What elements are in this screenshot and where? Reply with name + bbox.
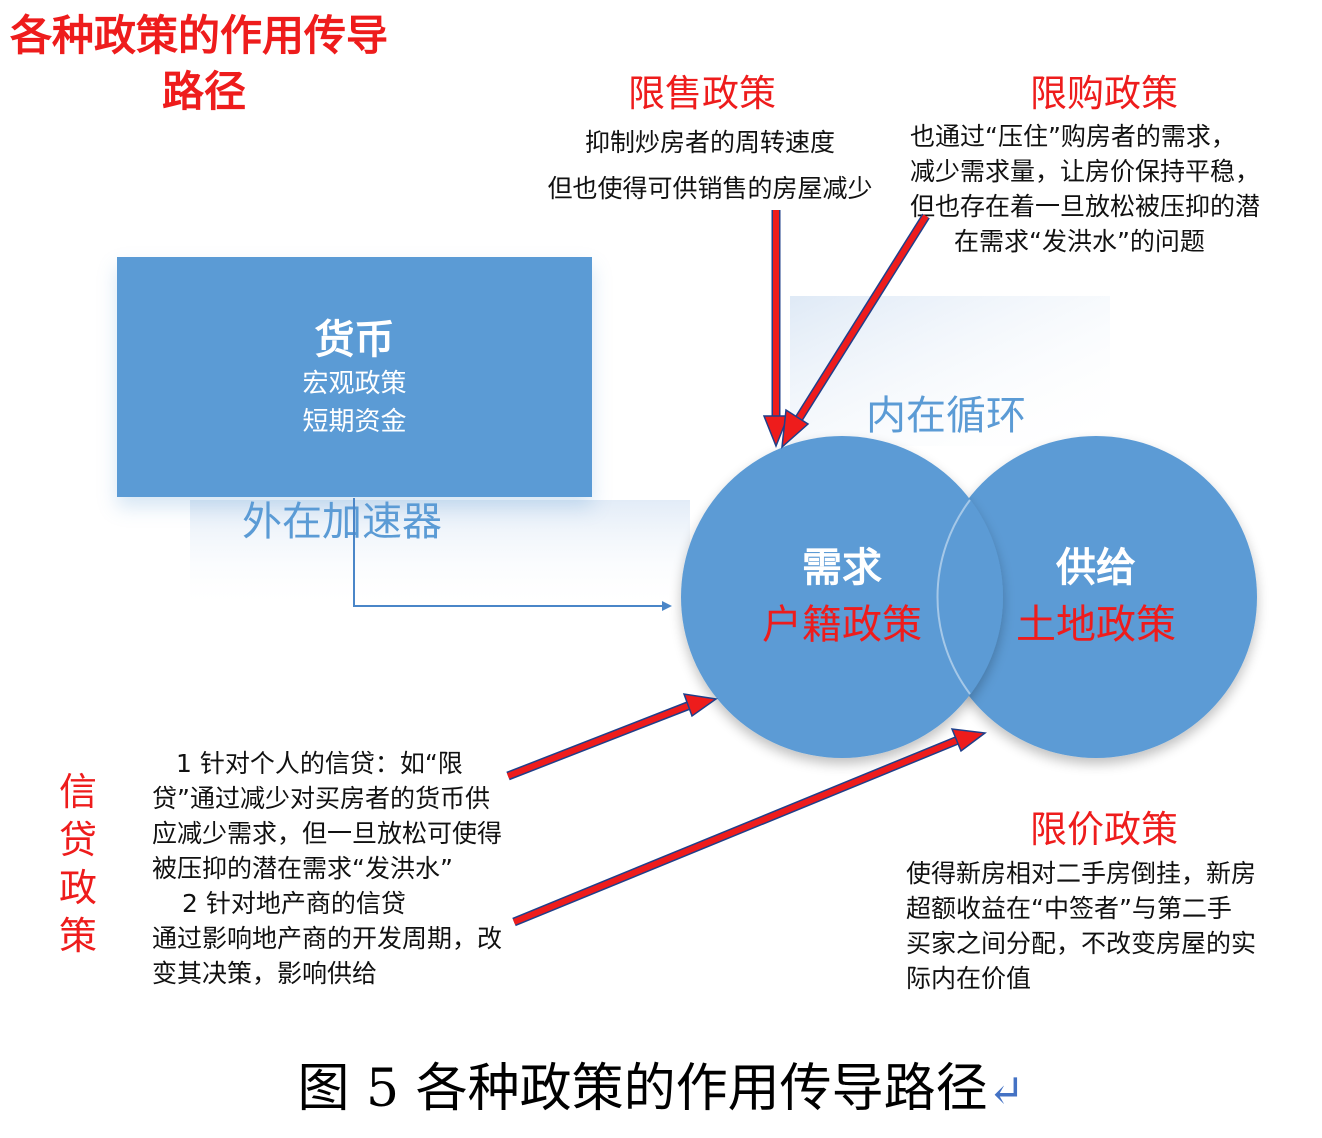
- xiangou-arrow: [781, 213, 930, 449]
- credit-personal-arrow: [506, 693, 718, 781]
- credit-char: 贷: [58, 818, 97, 862]
- credit-policy-label: 信 贷 政 策: [56, 768, 100, 960]
- figure-caption: 图 5 各种政策的作用传导路径↵: [0, 1058, 1322, 1123]
- xianjia-line: 买家之间分配，不改变房屋的实: [906, 929, 1257, 958]
- xiangou-heading: 限购政策: [1030, 72, 1178, 115]
- xianjia-line: 超额收益在“中签者”与第二手: [906, 894, 1232, 923]
- xiangou-line: 但也存在着一旦放松被压抑的潜: [910, 192, 1261, 221]
- credit-char: 策: [58, 914, 97, 958]
- credit-char: 政: [58, 866, 97, 910]
- credit-char: 信: [58, 770, 97, 814]
- diagram-title: 各种政策的作用传导 路径: [10, 8, 430, 120]
- credit-line: 贷”通过减少对买房者的货币供: [152, 784, 490, 813]
- supply-circle: [935, 436, 1257, 758]
- xianshou-note: 抑制炒房者的周转速度 但也使得可供销售的房屋减少: [520, 120, 900, 212]
- xiangou-line: 减少需求量，让房价保持平稳，: [910, 157, 1261, 186]
- credit-line: 应减少需求，但一旦放松可使得: [152, 819, 503, 848]
- xianshou-line: 但也使得可供销售的房屋减少: [547, 174, 873, 203]
- money-to-demand-connector: [353, 498, 672, 611]
- credit-note: 1 针对个人的信贷：如“限 贷”通过减少对买房者的货币供 应减少需求，但一旦放松…: [152, 746, 562, 991]
- credit-line: 2 针对地产商的信贷: [182, 889, 406, 918]
- credit-line: 1 针对个人的信贷：如“限: [176, 749, 463, 778]
- supply-circle-text: 供给 土地政策: [996, 540, 1196, 654]
- internal-cycle-label: 内在循环: [866, 393, 1026, 439]
- money-line2: 短期资金: [302, 407, 407, 437]
- credit-line: 通过影响地产商的开发周期，改: [152, 924, 503, 953]
- xianshou-line: 抑制炒房者的周转速度: [584, 128, 835, 157]
- paragraph-return-icon: ↵: [987, 1066, 1025, 1117]
- diagram-title-line1: 各种政策的作用传导: [10, 11, 389, 60]
- caption-text: 图 5 各种政策的作用传导路径: [297, 1059, 988, 1119]
- xianshou-heading: 限售政策: [628, 72, 776, 115]
- diagram-title-line2: 路径: [162, 67, 247, 116]
- xiangou-line: 在需求“发洪水”的问题: [954, 227, 1205, 256]
- money-heading: 货币: [314, 317, 395, 363]
- supply-policy: 土地政策: [1016, 602, 1176, 648]
- xianjia-line: 使得新房相对二手房倒挂，新房: [906, 859, 1257, 888]
- circle-overlap-edge: [936, 499, 971, 695]
- xianjia-note: 使得新房相对二手房倒挂，新房 超额收益在“中签者”与第二手 买家之间分配，不改变…: [906, 856, 1316, 996]
- credit-line: 被压抑的潜在需求“发洪水”: [152, 854, 453, 883]
- demand-policy: 户籍政策: [762, 602, 922, 648]
- demand-circle-text: 需求 户籍政策: [742, 540, 942, 654]
- demand-title: 需求: [802, 545, 882, 591]
- demand-circle: [681, 436, 1003, 758]
- xianshou-arrow: [762, 210, 790, 449]
- credit-developer-arrow: [512, 728, 987, 927]
- xianjia-line: 际内在价值: [906, 964, 1032, 993]
- xianjia-heading: 限价政策: [1030, 808, 1178, 851]
- external-accelerator-label: 外在加速器: [242, 499, 442, 545]
- xiangou-note: 也通过“压住”购房者的需求， 减少需求量，让房价保持平稳， 但也存在着一旦放松被…: [910, 119, 1315, 259]
- money-line1: 宏观政策: [302, 369, 407, 399]
- xiangou-line: 也通过“压住”购房者的需求，: [910, 122, 1236, 151]
- credit-line: 变其决策，影响供给: [152, 959, 378, 988]
- supply-title: 供给: [1056, 545, 1136, 591]
- money-box: 货币 宏观政策 短期资金: [117, 257, 592, 497]
